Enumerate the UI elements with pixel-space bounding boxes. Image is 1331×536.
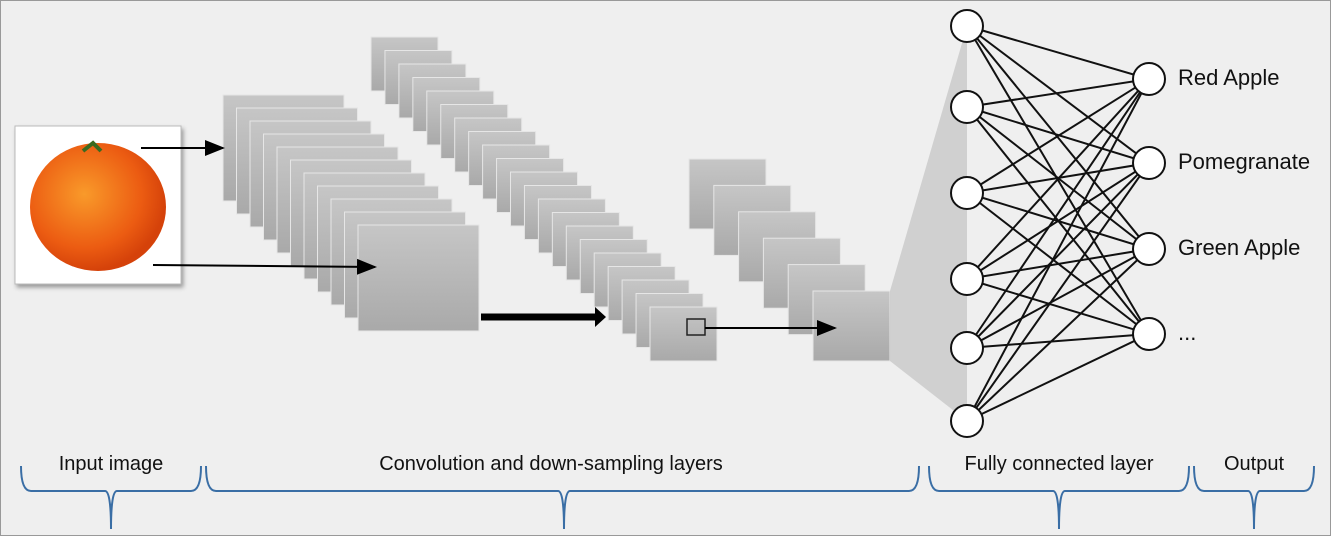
output-node — [1132, 317, 1166, 351]
hidden-node — [950, 404, 984, 438]
connection — [966, 278, 1150, 335]
feature-map — [812, 290, 891, 362]
connection — [966, 248, 1150, 280]
input-image — [14, 125, 182, 285]
connection — [966, 248, 1150, 349]
brace — [928, 465, 1190, 530]
connection — [966, 78, 1150, 349]
hidden-node — [950, 90, 984, 124]
feature-map — [649, 306, 718, 362]
hidden-node — [950, 262, 984, 296]
section-label: Output — [1223, 453, 1285, 475]
connection — [966, 78, 1150, 108]
hidden-node — [950, 176, 984, 210]
output-node — [1132, 62, 1166, 96]
orange-fruit — [30, 143, 166, 271]
connection — [966, 248, 1150, 422]
output-node — [1132, 146, 1166, 180]
brace — [205, 465, 920, 530]
section-label: Fully connected layer — [964, 453, 1154, 475]
connection — [966, 78, 1150, 280]
section-label: Input image — [58, 453, 164, 475]
brace — [1193, 465, 1315, 530]
connection — [966, 25, 1150, 164]
connection — [966, 25, 1150, 80]
output-node — [1132, 232, 1166, 266]
section-label: Convolution and down-sampling layers — [379, 453, 723, 475]
arrow — [152, 258, 377, 275]
output-label: ... — [1178, 320, 1197, 345]
connection — [966, 25, 1150, 250]
projection — [890, 26, 967, 421]
connection — [966, 162, 1150, 422]
brace — [20, 465, 202, 530]
connection — [966, 333, 1150, 422]
connection — [966, 333, 1150, 349]
connection — [966, 78, 1150, 194]
connection — [966, 162, 1150, 280]
hidden-node — [950, 331, 984, 365]
connection — [966, 78, 1150, 422]
output-label: Pomegranate — [1178, 149, 1311, 174]
connection — [966, 162, 1150, 349]
output-label: Green Apple — [1178, 235, 1301, 260]
output-label: Red Apple — [1178, 65, 1280, 90]
feature-map — [357, 224, 480, 332]
hidden-node — [950, 9, 984, 43]
